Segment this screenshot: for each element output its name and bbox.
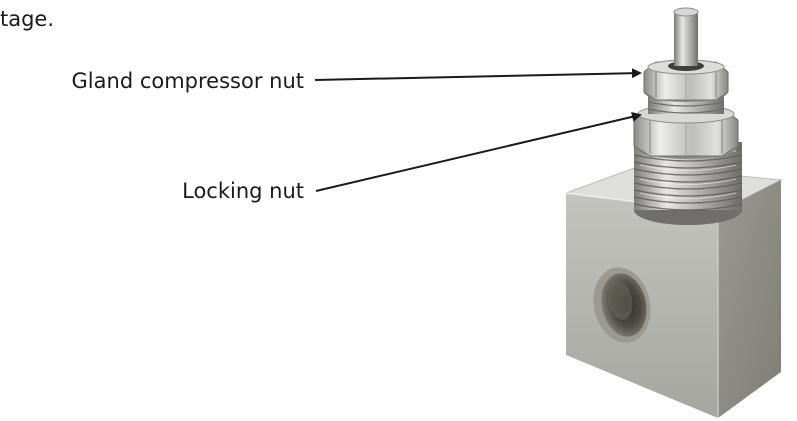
- locking-nut-arrow: [315, 111, 642, 192]
- gland-nut-arrow: [314, 68, 642, 81]
- locking-nut-label: Locking nut: [182, 179, 304, 203]
- cut-off-text: tage.: [0, 7, 55, 31]
- gland-compressor-nut-label: Gland compressor nut: [71, 69, 304, 93]
- valve-stem: [668, 7, 704, 71]
- side-port-hole: [593, 267, 651, 343]
